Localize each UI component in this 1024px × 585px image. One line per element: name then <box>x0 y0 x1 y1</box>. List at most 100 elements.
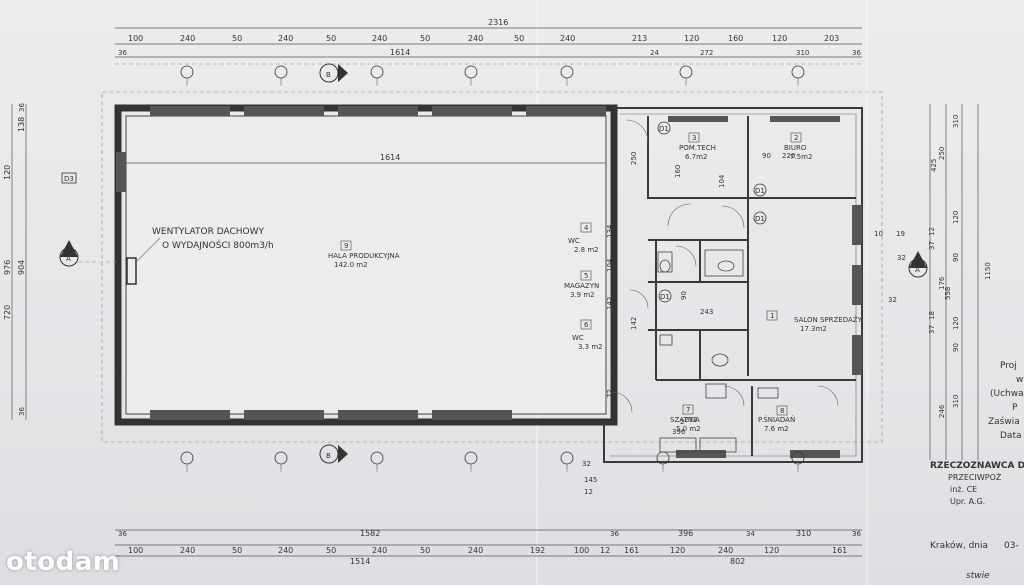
fan-label-line2: O WYDAJNOŚCI 800m3/h <box>162 239 274 251</box>
room-area: 6.7m2 <box>685 153 707 161</box>
dim-interior: 250 <box>630 152 638 165</box>
dim-bottom-segment: 240 <box>718 546 733 555</box>
grid-bubble <box>370 451 384 465</box>
dim-bottom-segment: 50 <box>232 546 242 555</box>
dim-bottom-second: 1582 <box>360 529 380 538</box>
room-area: 17.3m2 <box>800 325 827 333</box>
room-area: 3.9 m2 <box>570 291 595 299</box>
grid-bubble <box>560 451 574 465</box>
room-area: 142.0 m2 <box>334 261 368 269</box>
dim-left-138: 138 <box>17 117 26 132</box>
dim-top-second: 310 <box>796 49 809 57</box>
dim-bottom-second: 310 <box>796 529 811 538</box>
room-area: 7.5m2 <box>790 153 812 161</box>
room-number-box <box>580 222 592 233</box>
dim-interior: 145 <box>584 476 597 484</box>
dim-interior: 19 <box>896 230 905 238</box>
grid-bubble <box>274 65 288 79</box>
room-name: WC <box>572 334 584 342</box>
room-number-box <box>340 240 352 251</box>
dim-top-segment: 240 <box>468 34 483 43</box>
site-boundary <box>101 91 883 443</box>
dim-bottom-segment: 161 <box>624 546 639 555</box>
stamp-line-2: PRZECIWPOŻ <box>948 472 1002 482</box>
fan-label-line1: WENTYLATOR DACHOWY <box>152 227 264 237</box>
dim-right-segment: 425 <box>930 159 938 172</box>
room-number-box <box>580 319 592 330</box>
section-b-label-bottom: B <box>326 452 331 460</box>
room-area: 3.3 m2 <box>578 343 603 351</box>
dim-bottom-segment: 161 <box>832 546 847 555</box>
door-tag-d1: D1 <box>658 289 672 303</box>
room-number-box <box>580 270 592 281</box>
room-number: 3 <box>692 134 696 142</box>
room-name: HALA PRODUKCYJNA <box>328 252 400 260</box>
section-marker-a-right: A <box>908 251 928 278</box>
svg-text:w: w <box>1016 375 1023 385</box>
grid-bubble <box>180 451 194 465</box>
door-tag-d1: D1 <box>753 183 767 197</box>
dim-top-segment: 120 <box>772 34 787 43</box>
dim-bottom-second: 396 <box>678 529 693 538</box>
grid-bubble <box>560 65 574 79</box>
svg-text:Proj: Proj <box>1000 361 1017 371</box>
grid-bubble <box>679 65 693 79</box>
grid-bubble <box>791 65 805 79</box>
stamp-line-4: Upr. A.G. <box>950 497 985 506</box>
dim-top-segment: 203 <box>824 34 839 43</box>
room-number-box <box>776 405 788 416</box>
dim-interior: 142 <box>630 317 638 330</box>
svg-text:D1: D1 <box>755 215 765 223</box>
dim-interior: 2 <box>680 418 684 426</box>
dim-interior: 243 <box>700 308 713 316</box>
dim-interior: 104 <box>606 258 614 272</box>
windows <box>116 106 862 458</box>
dim-interior: 134 <box>606 224 614 238</box>
room-number-box <box>682 404 694 415</box>
dim-bottom-segment: 240 <box>468 546 483 555</box>
dim-bottom-segment: 100 <box>128 546 143 555</box>
dim-right-segment: 90 <box>952 343 960 352</box>
svg-text:D1: D1 <box>659 125 669 133</box>
dim-interior: 90 <box>762 152 771 160</box>
svg-text:Zaświa: Zaświa <box>988 416 1020 427</box>
svg-text:P: P <box>1012 403 1018 413</box>
dim-left-120: 120 <box>3 165 12 180</box>
room-area: 7.6 m2 <box>764 425 789 433</box>
section-a-label: A <box>66 255 71 263</box>
dim-interior: 12 <box>584 488 593 496</box>
dim-interior: 220 <box>782 152 795 160</box>
dim-top-segment: 50 <box>420 34 430 43</box>
room-number: 8 <box>780 407 784 415</box>
dim-top-segment: 50 <box>232 34 242 43</box>
room-name: MAGAZYN <box>564 282 599 290</box>
dim-interior: 396 <box>672 428 686 436</box>
room-area: 2.8 m2 <box>574 246 599 254</box>
dim-interior: 272 <box>684 416 697 424</box>
door-tag-d1: D1 <box>753 211 767 225</box>
room-number: 6 <box>584 321 589 329</box>
dim-right-total: 558 <box>944 287 952 300</box>
dim-interior: 32 <box>888 296 897 304</box>
door-swings <box>611 119 839 413</box>
grid-bubble <box>274 451 288 465</box>
dim-left-976: 976 <box>3 260 12 275</box>
svg-text:D1: D1 <box>660 293 670 301</box>
dim-top-segment: 240 <box>560 34 575 43</box>
dim-interior: 10 <box>874 230 883 238</box>
stamp-line-1: RZECZOZNAWCA DO SPR <box>930 461 1024 471</box>
stamp-line-3: inż. CE <box>950 485 977 494</box>
dim-right-small: 12 <box>928 227 936 236</box>
room-area: 5.0 m2 <box>676 425 701 433</box>
svg-text:D1: D1 <box>755 187 765 195</box>
svg-text:Data: Data <box>1000 431 1022 441</box>
dim-interior: 72 <box>606 389 614 398</box>
building-walls <box>114 104 863 463</box>
dim-top-segment: 50 <box>326 34 336 43</box>
